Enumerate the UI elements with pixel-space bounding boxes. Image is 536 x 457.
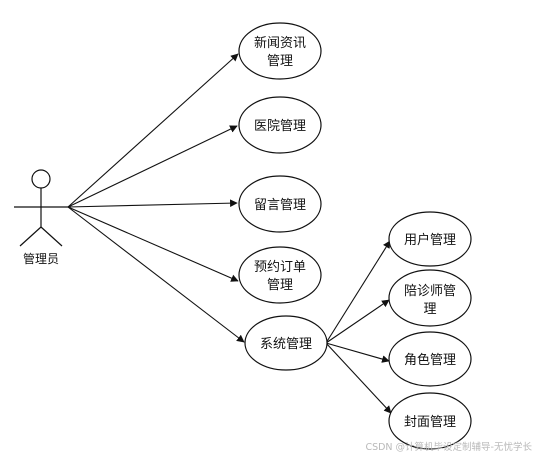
actor-head bbox=[31, 169, 51, 189]
use-case-order: 预约订单 管理 bbox=[238, 246, 322, 304]
use-case-message-label: 留言管理 bbox=[254, 198, 306, 213]
use-case-cover-label: 封面管理 bbox=[404, 415, 456, 430]
arrow-to-news bbox=[67, 53, 239, 208]
use-case-user-label: 用户管理 bbox=[404, 232, 456, 248]
arrow-to-order bbox=[67, 206, 239, 282]
use-case-role-label: 角色管理 bbox=[404, 352, 456, 368]
arrow-to-message bbox=[67, 199, 238, 208]
use-case-system-label: 系统管理 bbox=[260, 337, 312, 352]
actor-label: 管理员 bbox=[23, 251, 59, 266]
use-case-role: 角色管理 bbox=[388, 331, 472, 387]
arrow-to-hospital bbox=[67, 125, 238, 208]
use-case-hospital: 医院管理 bbox=[238, 96, 322, 154]
use-case-cover: 封面管理 bbox=[388, 392, 472, 450]
arrow-to-escort bbox=[325, 299, 390, 344]
use-case-news-line2: 管理 bbox=[267, 54, 293, 69]
use-case-hospital-label: 医院管理 bbox=[254, 119, 306, 134]
system-associations bbox=[325, 240, 392, 414]
actor-left-leg bbox=[19, 226, 42, 247]
use-case-news: 新闻资讯 管理 bbox=[238, 22, 322, 80]
actor-associations bbox=[67, 53, 245, 343]
actor-right-leg bbox=[40, 226, 63, 247]
actor-admin: 管理员 bbox=[14, 169, 68, 266]
use-case-escort: 陪诊师管 理 bbox=[388, 269, 472, 327]
use-case-escort-line2: 理 bbox=[423, 302, 436, 317]
arrow-to-user bbox=[325, 240, 391, 344]
use-case-order-line1: 预约订单 bbox=[254, 260, 306, 275]
use-case-user: 用户管理 bbox=[388, 211, 472, 267]
arrow-to-cover bbox=[325, 342, 392, 414]
watermark: CSDN @计算机毕设定制辅导-无忧学长 bbox=[365, 441, 532, 453]
arrow-to-role bbox=[325, 342, 390, 363]
arrow-to-system bbox=[67, 206, 245, 343]
use-case-escort-line1: 陪诊师管 bbox=[404, 284, 456, 299]
use-case-system: 系统管理 bbox=[244, 315, 328, 371]
use-case-message: 留言管理 bbox=[238, 175, 322, 233]
use-case-news-line1: 新闻资讯 bbox=[254, 35, 306, 51]
use-case-order-line2: 管理 bbox=[267, 278, 293, 293]
